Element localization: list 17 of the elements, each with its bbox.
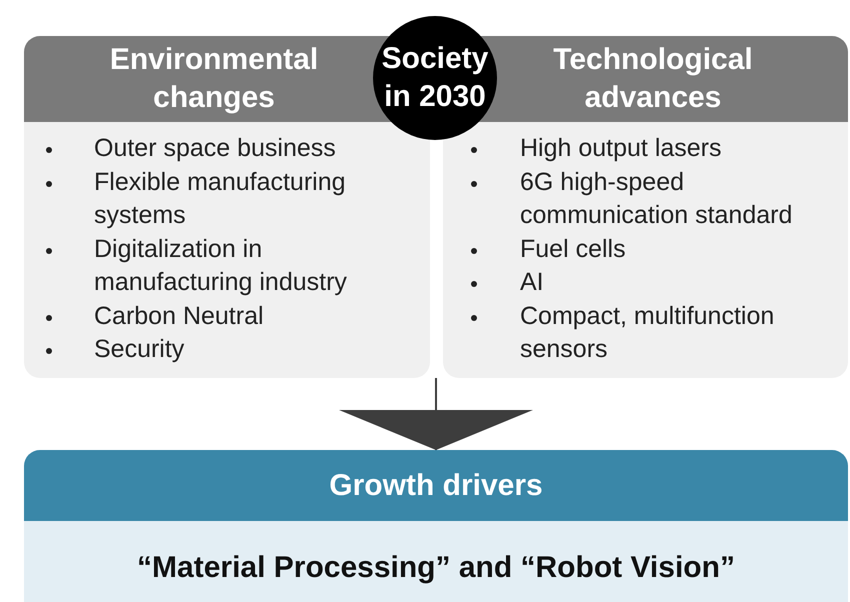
bullet-text: 6G high-speed communication standard [520, 166, 794, 231]
bullet-text: Fuel cells [520, 234, 627, 264]
bullet-text: Security [94, 334, 186, 365]
bullet-text: Carbon Neutral [94, 300, 265, 332]
result-panel [24, 450, 848, 602]
card-title: Environmental changes [108, 42, 320, 116]
bullet-text: Flexible manufacturing systems [94, 166, 347, 231]
bullet-text: AI [520, 267, 545, 298]
badge-text: Society in 2030 [380, 41, 490, 115]
bullet-text: Compact, multifunction sensors [520, 300, 776, 365]
panel-text: “Material Processing” and “Robot Vision” [136, 550, 736, 586]
card-title: Technological advances [552, 42, 754, 116]
bullet-text: Digitalization in manufacturing industry [94, 234, 348, 298]
panel-title: Growth drivers [329, 468, 543, 504]
bullet-text: High output lasers [520, 133, 723, 164]
down-chevron-arrow [339, 378, 533, 450]
bullet-text: Outer space business [94, 133, 337, 164]
